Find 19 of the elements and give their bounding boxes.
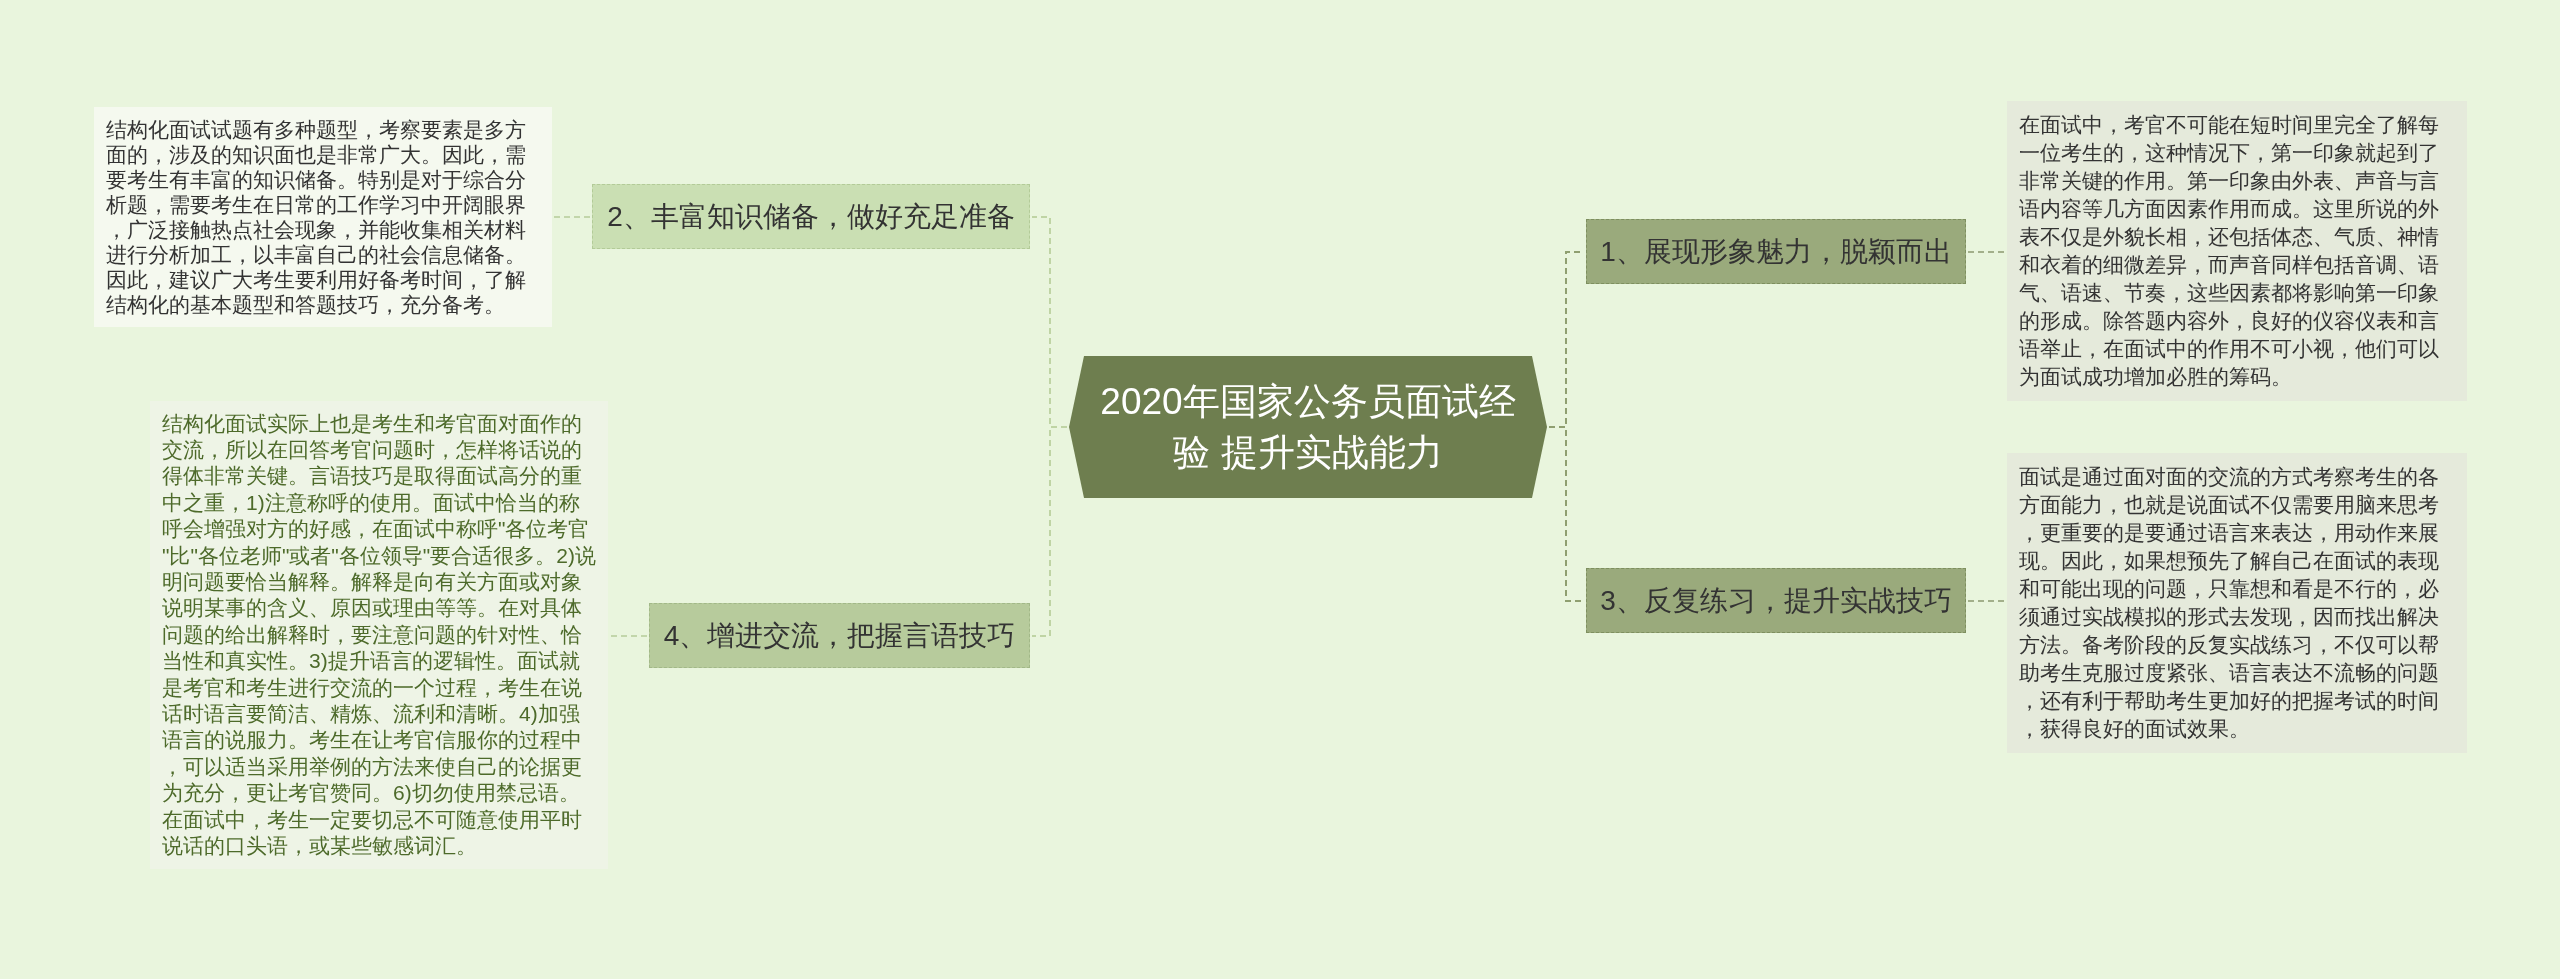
branch-box [592,184,1030,249]
connector [1031,426,1068,637]
connector [553,216,591,218]
branch-label: 4、增进交流，把握言语技巧 [663,618,1016,653]
note-text: 结构化面试试题有多种题型，考察要素是多方面的，涉及的知识面也是非常广大。因此，需要考生有丰富的知识储备。特别是对于综合分析题，需要考生在日常的工作学习中开阔眼界，广泛接触热点社会现象，并能收集相关材料进行分析加工，以丰富自己的社会信息储备。因此，建议广大考生要利用好备考时间，了解结构化的基本题型和答题技巧，充分备考。 [106,117,527,317]
branch-box [649,603,1030,668]
branch-label: 1、展现形象魅力，脱颖而出 [1600,234,1952,269]
connector [1967,251,2006,253]
topic-title: 2020年国家公务员面试经验 提升实战能力 [1099,379,1517,475]
branch-box [1586,219,1966,284]
connector [1967,600,2006,602]
note-text: 面试是通过面对面的交流的方式考察考生的各方面能力，也就是说面试不仅需要用脑来思考，更重要的是要通过语言来表达，用动作来展现。因此，如果想预先了解自己在面试的表现和可能出现的问题，只靠想和看是不行的，必须通过实战模拟的形式去发现，因而找出解决方法。备考阶段的反复实战练习，不仅可以帮助考生克服过度紧张、语言表达不流畅的问题，还有利于帮助考生更加好的把握考试的时间，获得良好的面试效果。 [2019,464,2440,742]
topic-hexagon [1069,356,1547,498]
note-text: 结构化面试实际上也是考生和考官面对面作的交流，所以在回答考官问题时，怎样将话说的得体非常关键。言语技巧是取得面试高分的重中之重，1)注意称呼的使用。面试中恰当的称呼会增强对方的好感，在面试中称呼"各位考官"比"各位老师"或者"各位领导"要合适很多。2)说明问题要恰当解释。解释是向有关方面或对象说明某事的含义、原因或理由等等。在对具体问题的给出解释时，要注意问题的针对性、恰当性和真实性。3)提升语言的逻辑性。面试就是考官和考生进行交流的一个过程，考生在说话时语言要简洁、精炼、流利和清晰。4)加强语言的说服力。考生在让考官信服你的过程中，可以适当采用举例的方法来使自己的论据更为充分，更让考官赞同。6)切勿使用禁忌语。在面试中，考生一定要切忌不可随意使用平时说话的口头语，或某些敏感词汇。 [162,410,596,859]
connector [609,635,648,637]
note-text: 在面试中，考官不可能在短时间里完全了解每一位考生的，这种情况下，第一印象就起到了非常关键的作用。第一印象由外表、声音与言语内容等几方面因素作用而成。这里所说的外表不仅是外貌长相，还包括体态、气质、神情和衣着的细微差异，而声音同样包括音调、语气、语速、节奏，这些因素都将影响第一印象的形成。除答题内容外，良好的仪容仪表和言语举止，在面试中的作用不可小视，他们可以为面试成功增加必胜的筹码。 [2019,112,2440,390]
branch-label: 2、丰富知识储备，做好充足准备 [607,199,1015,234]
branch-box [1586,568,1966,633]
branch-label: 3、反复练习，提升实战技巧 [1600,583,1952,618]
